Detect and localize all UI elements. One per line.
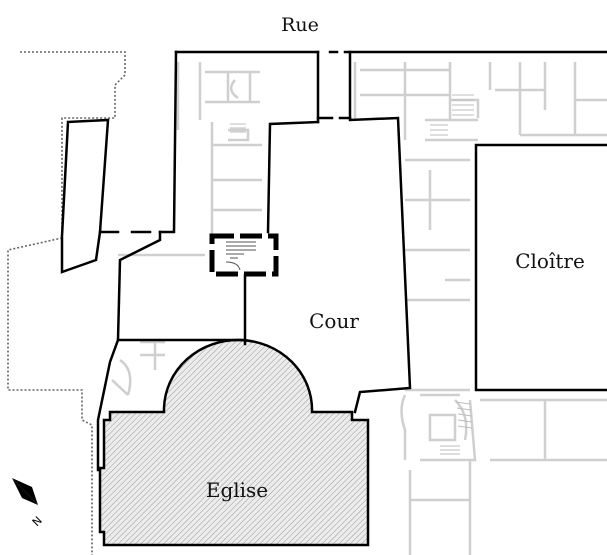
street-label: Rue — [281, 14, 319, 36]
church-hatched-area — [98, 338, 370, 547]
faint-stairs — [230, 94, 474, 455]
faint-walls — [111, 62, 607, 555]
cloister-label: Cloître — [515, 249, 585, 273]
svg-text:N: N — [30, 514, 45, 529]
church-label: Eglise — [206, 478, 268, 502]
north-arrow-icon: N — [12, 478, 45, 529]
courtyard-label: Cour — [309, 309, 359, 333]
main-walls — [60, 50, 607, 472]
staircase-block — [209, 233, 279, 277]
